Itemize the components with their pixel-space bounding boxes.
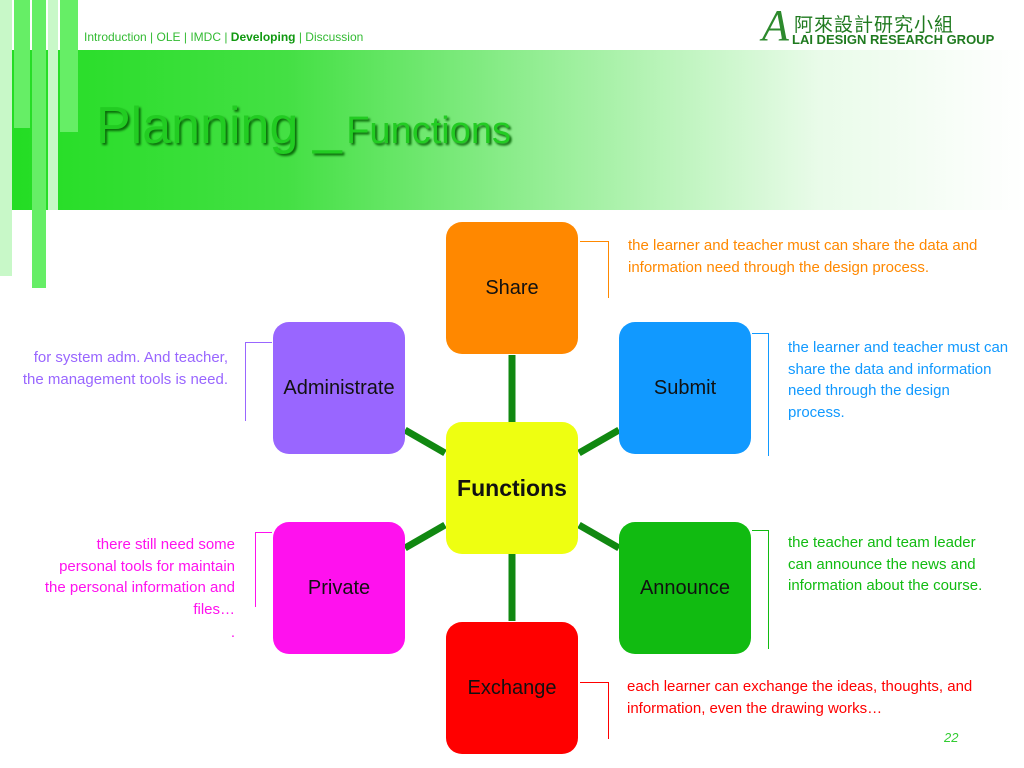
node-share: Share — [446, 222, 578, 354]
decor-bar — [48, 0, 58, 210]
node-submit-label: Submit — [653, 376, 717, 399]
breadcrumb-nav: Introduction | OLE | IMDC | Developing |… — [84, 30, 363, 44]
breadcrumb-item-discussion[interactable]: Discussion — [305, 30, 364, 44]
breadcrumb-separator: | — [221, 30, 231, 44]
breadcrumb-item-ole[interactable]: OLE — [156, 30, 181, 44]
breadcrumb-separator: | — [146, 30, 157, 44]
logo: A 阿來設計研究小組 LAI DESIGN RESEARCH GROUP — [762, 4, 1012, 50]
logo-chinese-text: 阿來設計研究小組 — [794, 15, 955, 36]
note-exchange: each learner can exchange the ideas, tho… — [627, 678, 973, 717]
node-functions-center: Functions — [446, 422, 578, 554]
bracket-administrate — [245, 342, 272, 421]
node-private: Private — [273, 522, 405, 654]
decor-bar — [60, 0, 78, 132]
note-private-tail: . — [230, 624, 235, 641]
decor-bar — [14, 0, 30, 128]
note-announce: the teacher and team leader can announce… — [788, 534, 983, 594]
node-announce: Announce — [619, 522, 751, 654]
logo-mark: A — [762, 1, 789, 50]
node-private-label: Private — [307, 576, 371, 599]
breadcrumb-separator: | — [180, 30, 191, 44]
page-number: 22 — [944, 730, 959, 745]
title-main: Planning _ — [96, 97, 342, 155]
node-share-label: Share — [485, 276, 539, 299]
breadcrumb-item-developing[interactable]: Developing — [230, 30, 296, 44]
node-announce-label: Announce — [639, 576, 731, 599]
connector-submit — [577, 426, 621, 457]
connector-announce — [577, 521, 621, 552]
page-title: Planning _ Functions — [96, 96, 511, 156]
decor-bar — [0, 0, 12, 276]
title-sub: Functions — [346, 110, 511, 152]
decor-bar — [32, 0, 46, 288]
node-administrate-label: Administrate — [283, 376, 395, 399]
note-submit: the learner and teacher must can share t… — [788, 339, 1009, 421]
note-private-text: there still need some personal tools for… — [44, 536, 235, 618]
breadcrumb-item-introduction[interactable]: Introduction — [84, 30, 147, 44]
node-submit: Submit — [619, 322, 751, 454]
bracket-exchange — [580, 682, 609, 739]
bracket-share — [580, 241, 609, 298]
connector-administrate — [403, 426, 447, 457]
node-center-label: Functions — [457, 474, 567, 501]
note-share: the learner and teacher must can share t… — [628, 237, 978, 276]
bracket-submit — [752, 333, 769, 456]
node-administrate: Administrate — [273, 322, 405, 454]
breadcrumb-item-imdc[interactable]: IMDC — [190, 30, 221, 44]
connector-private — [403, 521, 447, 552]
header-top-strip — [0, 0, 1024, 50]
bracket-private — [255, 532, 272, 607]
note-private: there still need some personal tools for… — [44, 534, 235, 644]
node-exchange-label: Exchange — [467, 676, 557, 699]
breadcrumb-separator: | — [295, 30, 306, 44]
logo-english-text: LAI DESIGN RESEARCH GROUP — [792, 32, 995, 47]
functions-diagram: Share Administrate Submit Functions Priv… — [0, 210, 1024, 768]
node-exchange: Exchange — [446, 622, 578, 754]
bracket-announce — [752, 530, 769, 649]
note-administrate: for system adm. And teacher, the managem… — [22, 349, 228, 388]
